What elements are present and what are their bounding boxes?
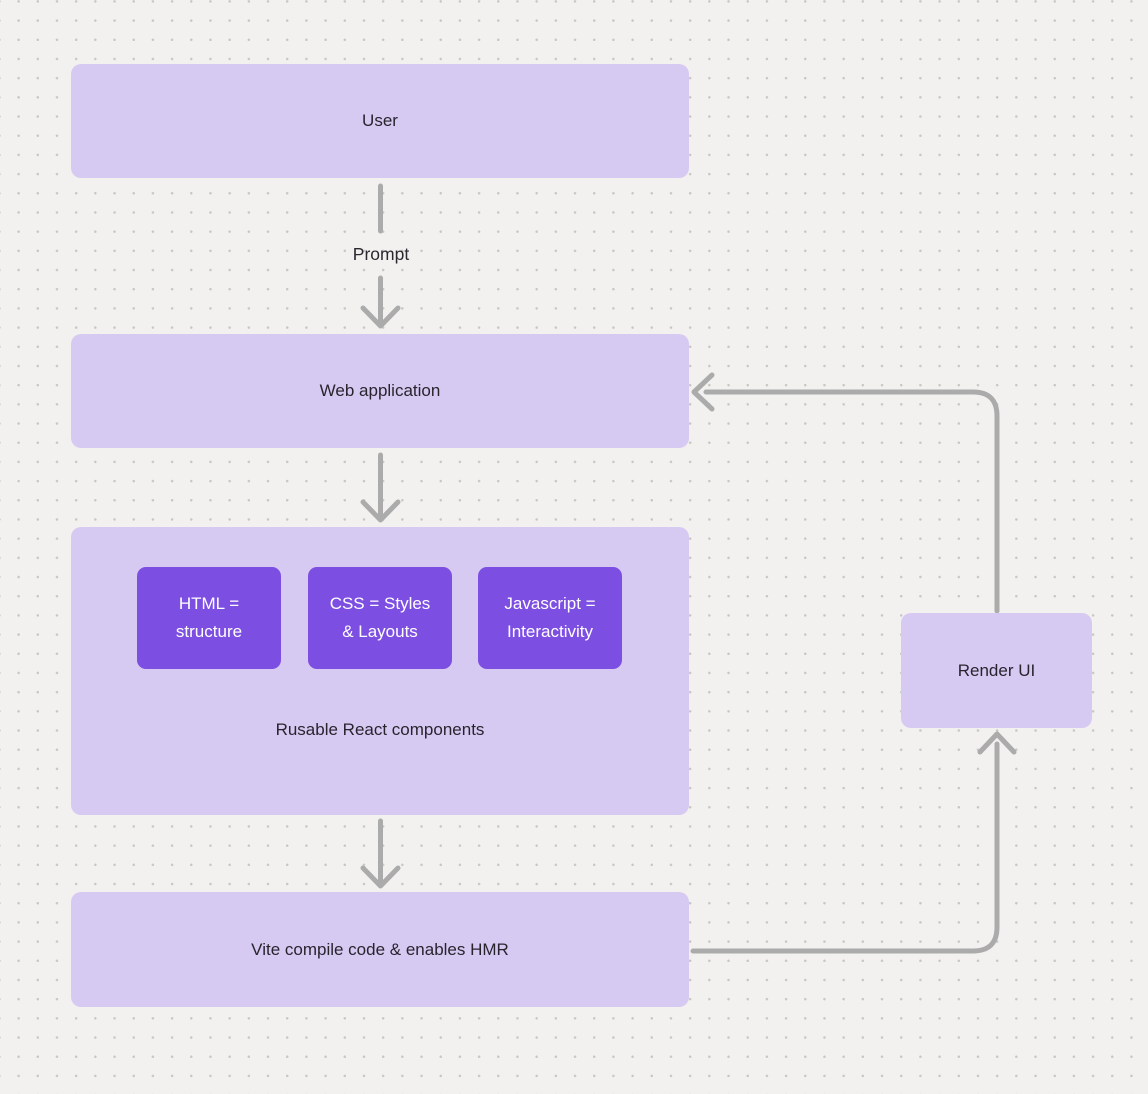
node-user-label: User: [362, 111, 398, 130]
node-components-group: HTML = structure CSS = Styles & Layouts …: [71, 527, 689, 815]
edge-label-prompt: Prompt: [352, 244, 410, 264]
edge-vite-to-renderui-arrow: [690, 731, 1017, 954]
node-html-label: HTML = structure: [175, 594, 243, 641]
edge-webapp-to-components-arrow: [360, 452, 401, 523]
node-web-application-label: Web application: [319, 381, 441, 400]
node-components-group-label: Rusable React components: [275, 720, 485, 739]
node-javascript-label: Javascript = Interactivity: [504, 594, 596, 641]
node-user: User: [71, 64, 689, 178]
node-html: HTML = structure: [137, 567, 281, 669]
node-javascript: Javascript = Interactivity: [478, 567, 622, 669]
node-vite-label: Vite compile code & enables HMR: [251, 939, 509, 959]
node-css-label: CSS = Styles & Layouts: [329, 594, 431, 641]
node-render-ui-label: Render UI: [957, 660, 1036, 680]
edge-renderui-to-webapp-arrow: [691, 372, 1000, 614]
node-css: CSS = Styles & Layouts: [308, 567, 452, 669]
node-render-ui: Render UI: [901, 613, 1092, 728]
node-vite: Vite compile code & enables HMR: [71, 892, 689, 1007]
edge-components-to-vite-arrow: [360, 818, 401, 889]
node-web-application: Web application: [71, 334, 689, 448]
